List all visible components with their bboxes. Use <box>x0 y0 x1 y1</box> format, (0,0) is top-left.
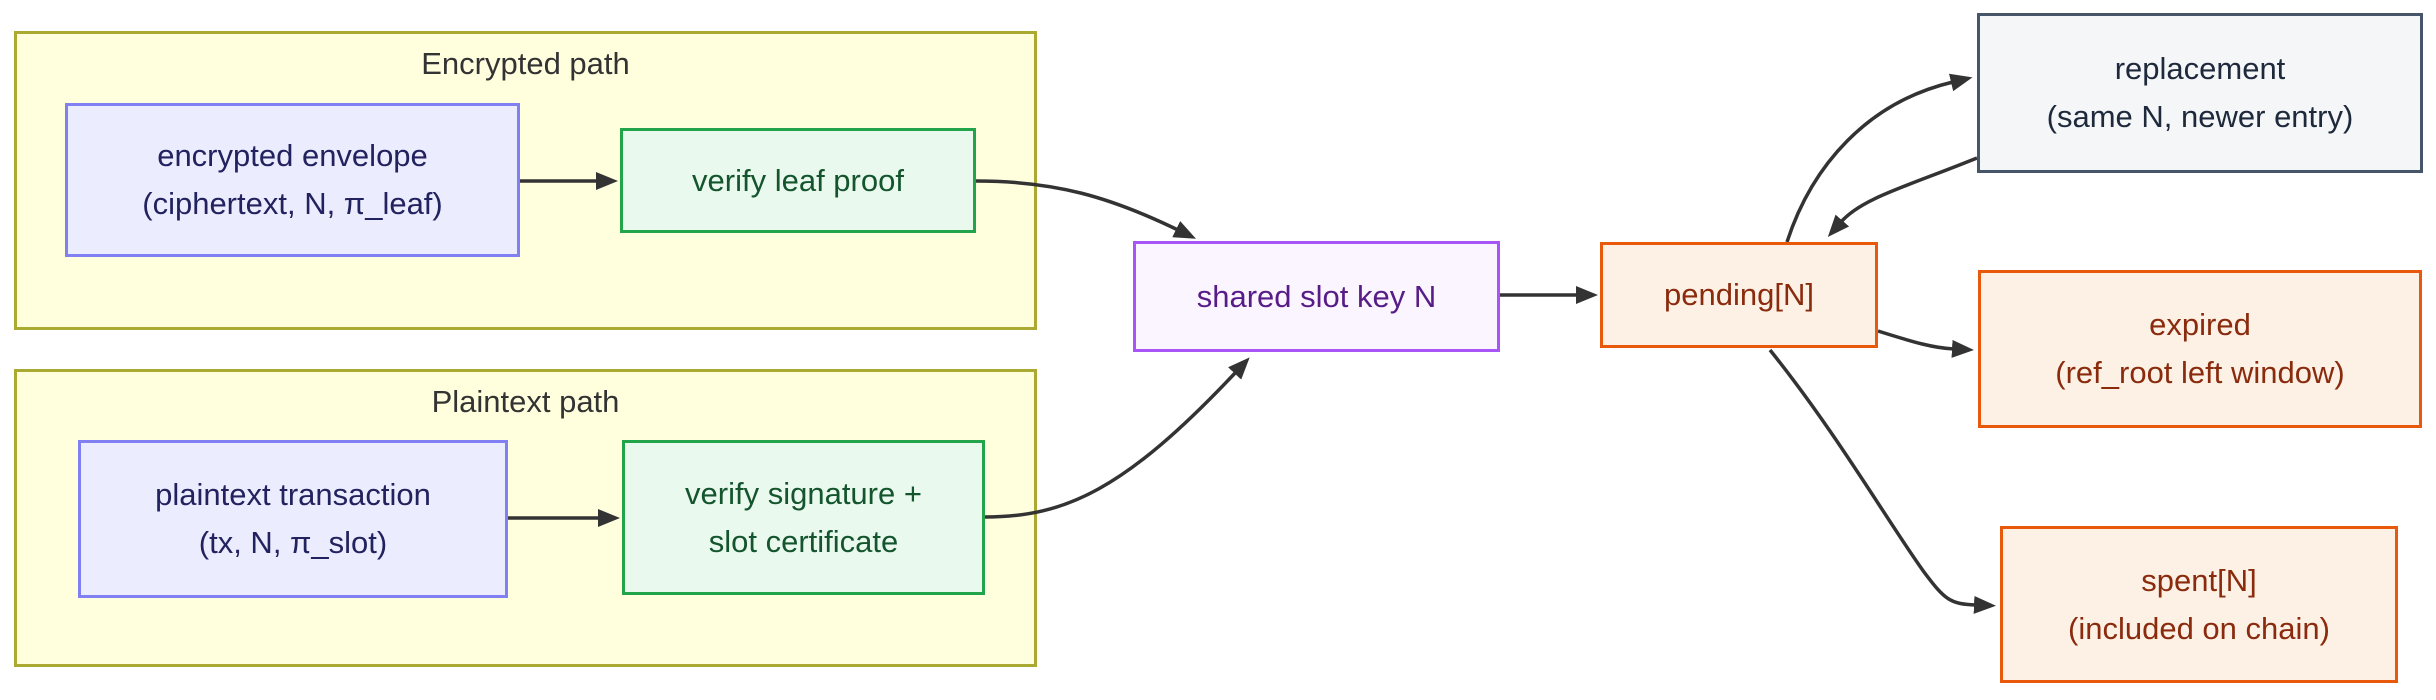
node-label-line: expired <box>2149 307 2251 342</box>
node-expired: expired (ref_root left window) <box>1978 270 2422 428</box>
node-label-line: encrypted envelope <box>157 138 428 173</box>
edge-replacement-to-pending <box>1827 156 1978 238</box>
edge-pending-to-replacement <box>1785 73 1973 243</box>
node-label-line: (same N, newer entry) <box>2046 99 2354 134</box>
node-label-line: (tx, N, π_slot) <box>198 525 388 560</box>
subgraph-encrypted-path-title: Encrypted path <box>421 46 630 81</box>
node-label-line: verify leaf proof <box>692 162 904 198</box>
node-encrypted-envelope: encrypted envelope (ciphertext, N, π_lea… <box>65 103 520 257</box>
node-plaintext-transaction: plaintext transaction (tx, N, π_slot) <box>78 440 508 598</box>
node-label-line: verify signature + <box>685 475 922 511</box>
subgraph-plaintext-path-title: Plaintext path <box>431 384 620 419</box>
node-shared-slot-key: shared slot key N <box>1133 241 1500 352</box>
edge-pending-to-expired <box>1877 329 1974 358</box>
node-label-line: spent[N] <box>2141 562 2257 598</box>
edge-pending-to-spent <box>1768 348 1996 614</box>
node-pending: pending[N] <box>1600 242 1878 348</box>
node-replacement: replacement (same N, newer entry) <box>1977 13 2423 173</box>
node-verify-leaf-proof: verify leaf proof <box>620 128 976 233</box>
node-label-line: slot certificate <box>708 523 899 559</box>
node-verify-signature: verify signature + slot certificate <box>622 440 985 595</box>
node-label-line: (ref_root left window) <box>2055 355 2345 390</box>
node-label-line: shared slot key N <box>1196 278 1437 314</box>
node-label-line: replacement <box>2114 51 2286 86</box>
node-label-line: (included on chain) <box>2068 610 2330 646</box>
node-spent: spent[N] (included on chain) <box>2000 526 2398 683</box>
node-label-line: pending[N] <box>1664 277 1814 312</box>
node-label-line: (ciphertext, N, π_leaf) <box>142 186 443 221</box>
node-label-line: plaintext transaction <box>155 477 431 512</box>
